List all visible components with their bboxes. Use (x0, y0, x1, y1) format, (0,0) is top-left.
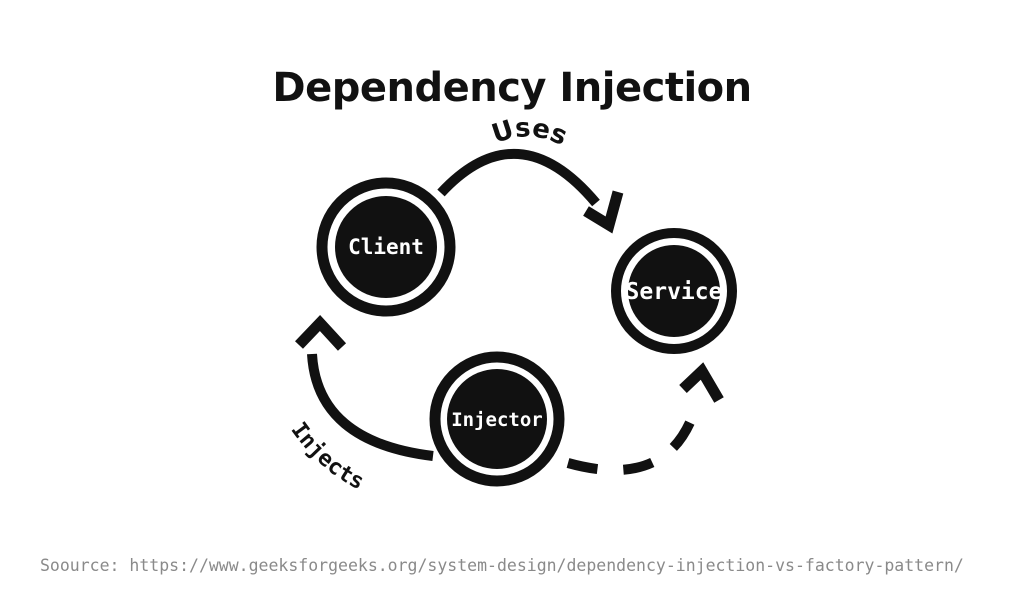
uses-arrowhead-icon (583, 190, 624, 234)
uses-arc (437, 148, 600, 207)
injector-outer-ring (429, 351, 565, 487)
injects-arrowhead-icon (295, 314, 347, 351)
client-node-label: Client (348, 235, 424, 259)
edge-injector-service-dashed (566, 362, 724, 476)
service-outer-ring (611, 228, 737, 354)
node-injector: Injector (429, 351, 565, 487)
client-circle (335, 196, 437, 298)
service-node-label: Service (626, 279, 723, 305)
edge-uses: Uses (437, 113, 624, 234)
injects-arc (307, 353, 434, 461)
uses-edge-label: Uses (488, 113, 571, 152)
injector-node-label: Injector (451, 409, 543, 431)
edge-injects: Injects (286, 314, 434, 495)
service-circle (628, 245, 720, 337)
injector-circle (447, 369, 547, 469)
node-client: Client (316, 177, 456, 317)
page-title: Dependency Injection (272, 64, 752, 111)
node-service: Service (611, 228, 737, 354)
client-outer-ring (316, 177, 456, 317)
source-caption: Soource: https://www.geeksforgeeks.org/s… (40, 556, 964, 575)
dashed-arc (566, 401, 702, 476)
dashed-arrowhead-icon (679, 362, 724, 403)
